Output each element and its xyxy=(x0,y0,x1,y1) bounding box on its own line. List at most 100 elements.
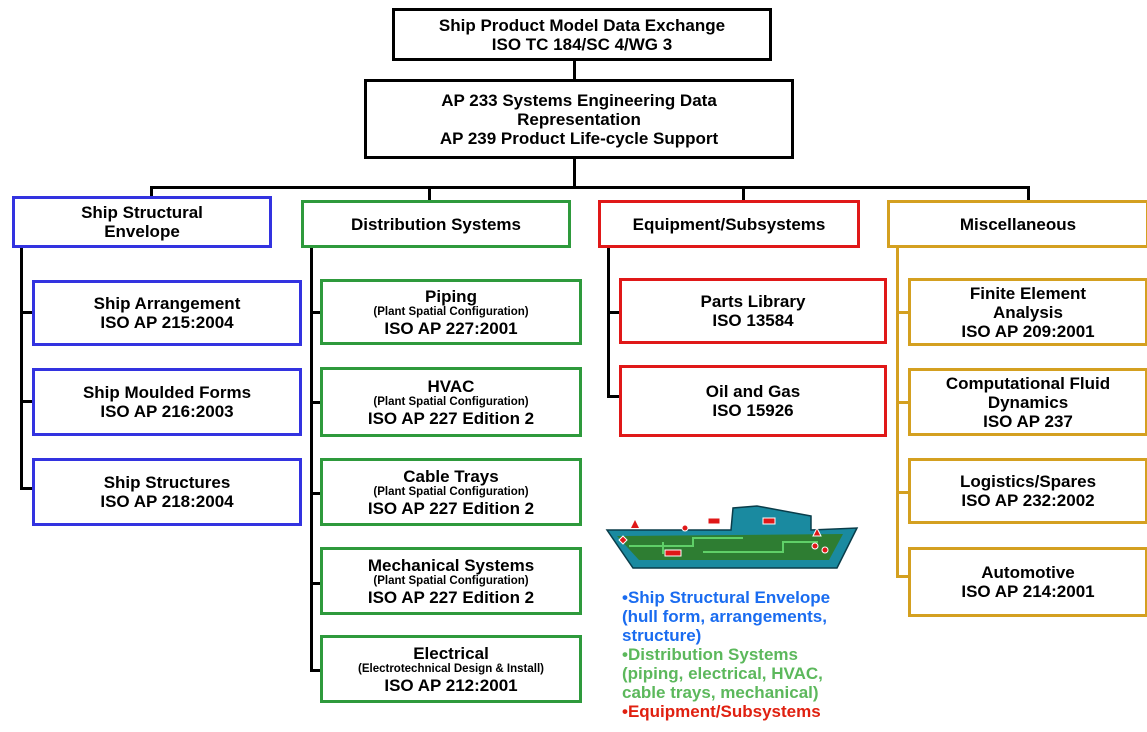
connector-line xyxy=(310,582,322,585)
item-name: Electrical xyxy=(413,643,489,663)
item-iso: ISO AP 227 Edition 2 xyxy=(367,408,535,428)
item-sub: (Plant Spatial Configuration) xyxy=(373,485,529,498)
item-name: HVAC xyxy=(427,376,475,396)
systems-engineering-line3: AP 239 Product Life-cycle Support xyxy=(439,128,719,148)
mechanical-systems-box: Mechanical Systems (Plant Spatial Config… xyxy=(320,547,582,615)
legend-line: •Ship Structural Envelope xyxy=(622,588,831,607)
item-iso: ISO 15926 xyxy=(712,401,794,420)
automotive-box: Automotive ISO AP 214:2001 xyxy=(908,547,1147,617)
header-distribution-systems: Distribution Systems xyxy=(301,200,571,248)
item-iso: ISO AP 232:2002 xyxy=(961,491,1095,510)
legend-line: •Equipment/Subsystems xyxy=(622,702,821,721)
header-line: Ship Structural xyxy=(81,203,203,222)
item-name: Mechanical Systems xyxy=(367,555,535,575)
item-iso: ISO AP 227:2001 xyxy=(384,318,518,338)
connector-line xyxy=(896,491,910,494)
item-name: Ship Structures xyxy=(103,473,231,492)
connector-line xyxy=(310,248,313,671)
legend-equipment: •Equipment/Subsystems xyxy=(622,702,882,721)
item-name: Oil and Gas xyxy=(705,382,801,401)
ship-arrangement-box: Ship Arrangement ISO AP 215:2004 xyxy=(32,280,302,346)
item-sub: (Electrotechnical Design & Install) xyxy=(358,662,544,675)
systems-engineering-box: AP 233 Systems Engineering Data Represen… xyxy=(364,79,794,159)
connector-line xyxy=(607,395,621,398)
equipment-marker xyxy=(664,549,682,557)
cfd-box: Computational Fluid Dynamics ISO AP 237 xyxy=(908,368,1147,436)
equipment-marker xyxy=(681,524,689,532)
header-line: Envelope xyxy=(104,222,180,241)
item-name: Ship Arrangement xyxy=(93,294,241,313)
electrical-box: Electrical (Electrotechnical Design & In… xyxy=(320,635,582,703)
item-iso: ISO AP 214:2001 xyxy=(961,582,1095,601)
equipment-marker xyxy=(821,546,829,554)
item-iso: ISO AP 216:2003 xyxy=(100,402,234,421)
connector-line xyxy=(20,400,34,403)
header-equipment-subsystems: Equipment/Subsystems xyxy=(598,200,860,248)
systems-engineering-line1: AP 233 Systems Engineering Data xyxy=(441,90,717,110)
legend-line: cable trays, mechanical) xyxy=(622,683,819,702)
connector-line xyxy=(150,186,153,198)
header-ship-structural-envelope: Ship Structural Envelope xyxy=(12,196,272,248)
connector-line xyxy=(310,401,322,404)
ship-structures-box: Ship Structures ISO AP 218:2004 xyxy=(32,458,302,526)
item-name: Automotive xyxy=(981,563,1075,582)
item-iso: ISO AP 227 Edition 2 xyxy=(367,498,535,518)
legend-distribution: •Distribution Systems (piping, electrica… xyxy=(622,645,882,702)
connector-line xyxy=(150,186,1030,189)
connector-line xyxy=(896,311,910,314)
item-name: Piping xyxy=(425,286,477,306)
header-miscellaneous: Miscellaneous xyxy=(887,200,1147,248)
item-name: Analysis xyxy=(993,302,1063,322)
legend: •Ship Structural Envelope (hull form, ar… xyxy=(622,588,882,721)
connector-line xyxy=(573,158,576,188)
item-name: Dynamics xyxy=(987,392,1069,412)
item-iso: ISO AP 215:2004 xyxy=(100,313,234,332)
connector-line xyxy=(896,401,910,404)
header-line: Equipment/Subsystems xyxy=(632,214,826,234)
connector-line xyxy=(428,186,431,204)
connector-line xyxy=(573,59,576,81)
item-iso: ISO AP 237 xyxy=(983,411,1073,431)
equipment-marker xyxy=(631,520,639,528)
connector-line xyxy=(896,248,899,578)
item-iso: ISO AP 218:2004 xyxy=(100,492,234,511)
top-box-line2: ISO TC 184/SC 4/WG 3 xyxy=(491,34,673,54)
item-iso: ISO AP 227 Edition 2 xyxy=(367,587,535,607)
ship-illustration xyxy=(605,505,859,569)
hvac-box: HVAC (Plant Spatial Configuration) ISO A… xyxy=(320,367,582,437)
equipment-marker xyxy=(707,517,721,525)
connector-line xyxy=(607,248,610,396)
equipment-marker xyxy=(811,542,819,550)
item-sub: (Plant Spatial Configuration) xyxy=(373,395,529,408)
connector-line xyxy=(310,669,322,672)
ship-moulded-forms-box: Ship Moulded Forms ISO AP 216:2003 xyxy=(32,368,302,436)
top-box-line1: Ship Product Model Data Exchange xyxy=(438,15,726,35)
legend-line: •Distribution Systems xyxy=(622,645,798,664)
item-name: Finite Element xyxy=(969,283,1087,303)
connector-line xyxy=(20,311,34,314)
connector-line xyxy=(310,492,322,495)
item-name: Cable Trays xyxy=(403,466,499,486)
systems-engineering-line2: Representation xyxy=(517,109,641,129)
item-iso: ISO 13584 xyxy=(712,311,794,330)
piping-box: Piping (Plant Spatial Configuration) ISO… xyxy=(320,279,582,345)
legend-line: (hull form, arrangements, xyxy=(622,607,827,626)
parts-library-box: Parts Library ISO 13584 xyxy=(619,278,887,344)
connector-line xyxy=(896,575,910,578)
connector-line xyxy=(607,311,621,314)
connector-line xyxy=(310,311,322,314)
item-sub: (Plant Spatial Configuration) xyxy=(373,305,529,318)
item-sub: (Plant Spatial Configuration) xyxy=(373,574,529,587)
item-name: Computational Fluid xyxy=(945,373,1111,393)
cable-trays-box: Cable Trays (Plant Spatial Configuration… xyxy=(320,458,582,526)
header-line: Miscellaneous xyxy=(959,214,1077,234)
logistics-spares-box: Logistics/Spares ISO AP 232:2002 xyxy=(908,458,1147,524)
item-name: Ship Moulded Forms xyxy=(82,383,252,402)
finite-element-box: Finite Element Analysis ISO AP 209:2001 xyxy=(908,278,1147,346)
item-iso: ISO AP 209:2001 xyxy=(961,321,1095,341)
equipment-marker xyxy=(762,517,776,525)
connector-line xyxy=(742,186,745,204)
item-iso: ISO AP 212:2001 xyxy=(384,675,518,695)
top-box: Ship Product Model Data Exchange ISO TC … xyxy=(392,8,772,61)
connector-line xyxy=(20,248,23,488)
